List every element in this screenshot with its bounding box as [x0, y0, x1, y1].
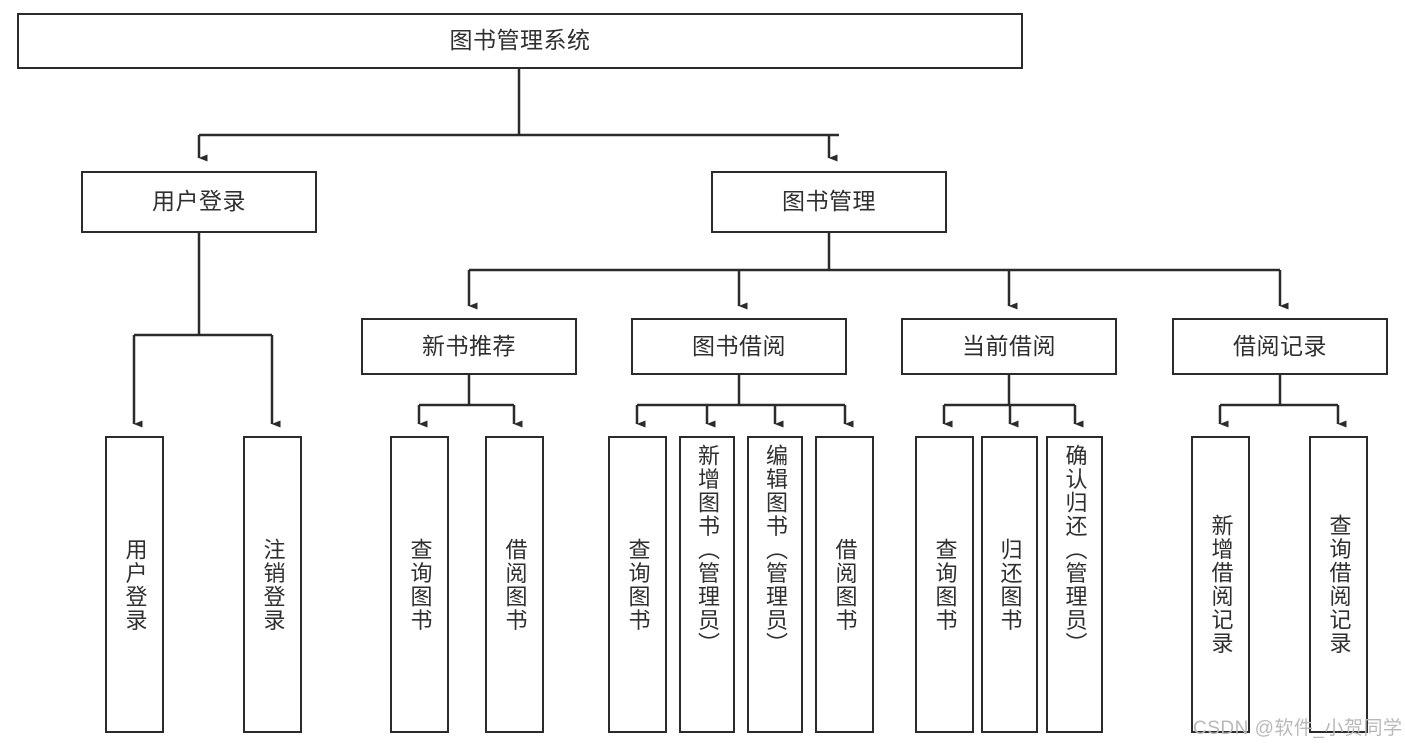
node-user-login[interactable]: 用户登录 [81, 171, 317, 233]
node-book-management[interactable]: 图书管理 [711, 171, 947, 233]
node-leaf-logout-login[interactable]: 注销登录 [243, 436, 302, 733]
node-leaf-return-book-label: 归还图书 [997, 537, 1023, 632]
node-leaf-borrow-book-2-label: 借阅图书 [832, 537, 858, 632]
node-user-login-label: 用户登录 [152, 188, 246, 215]
node-leaf-add-record-label: 新增借阅记录 [1208, 514, 1234, 655]
node-borrow-record[interactable]: 借阅记录 [1172, 318, 1388, 375]
node-leaf-borrow-book-2[interactable]: 借阅图书 [815, 436, 874, 733]
node-leaf-confirm-return-label: 确认归还（管理员） [1062, 444, 1088, 656]
node-leaf-return-book[interactable]: 归还图书 [981, 436, 1038, 733]
node-book-management-label: 图书管理 [782, 188, 876, 215]
node-current-borrow[interactable]: 当前借阅 [901, 318, 1117, 375]
node-leaf-add-book[interactable]: 新增图书（管理员） [679, 436, 735, 733]
node-leaf-borrow-book-1-label: 借阅图书 [502, 537, 528, 632]
node-leaf-query-record-label: 查询借阅记录 [1326, 514, 1352, 655]
node-leaf-edit-book-label: 编辑图书（管理员） [763, 444, 788, 656]
node-leaf-query-book-1-label: 查询图书 [407, 537, 433, 632]
node-leaf-query-book-1[interactable]: 查询图书 [390, 436, 449, 733]
node-leaf-query-book-2[interactable]: 查询图书 [608, 436, 667, 733]
node-current-borrow-label: 当前借阅 [962, 332, 1056, 359]
node-leaf-add-record[interactable]: 新增借阅记录 [1191, 436, 1250, 733]
node-book-borrow[interactable]: 图书借阅 [631, 318, 847, 375]
node-new-book-recommend[interactable]: 新书推荐 [361, 318, 577, 375]
node-leaf-query-record[interactable]: 查询借阅记录 [1309, 436, 1368, 733]
node-leaf-add-book-label: 新增图书（管理员） [695, 444, 720, 656]
node-leaf-user-login[interactable]: 用户登录 [105, 436, 164, 733]
node-leaf-query-book-3[interactable]: 查询图书 [915, 436, 974, 733]
node-leaf-edit-book[interactable]: 编辑图书（管理员） [747, 436, 803, 733]
node-leaf-logout-login-label: 注销登录 [260, 537, 286, 632]
node-leaf-confirm-return[interactable]: 确认归还（管理员） [1046, 436, 1103, 733]
node-leaf-user-login-label: 用户登录 [122, 537, 148, 632]
node-leaf-query-book-3-label: 查询图书 [932, 537, 958, 632]
node-borrow-record-label: 借阅记录 [1233, 332, 1327, 359]
node-book-borrow-label: 图书借阅 [692, 332, 786, 359]
node-leaf-query-book-2-label: 查询图书 [625, 537, 651, 632]
node-root[interactable]: 图书管理系统 [17, 13, 1023, 69]
node-leaf-borrow-book-1[interactable]: 借阅图书 [485, 436, 544, 733]
node-new-book-recommend-label: 新书推荐 [422, 332, 516, 359]
node-root-label: 图书管理系统 [449, 27, 591, 54]
csdn-watermark: CSDN @软件_小贺同学 [1193, 718, 1403, 739]
